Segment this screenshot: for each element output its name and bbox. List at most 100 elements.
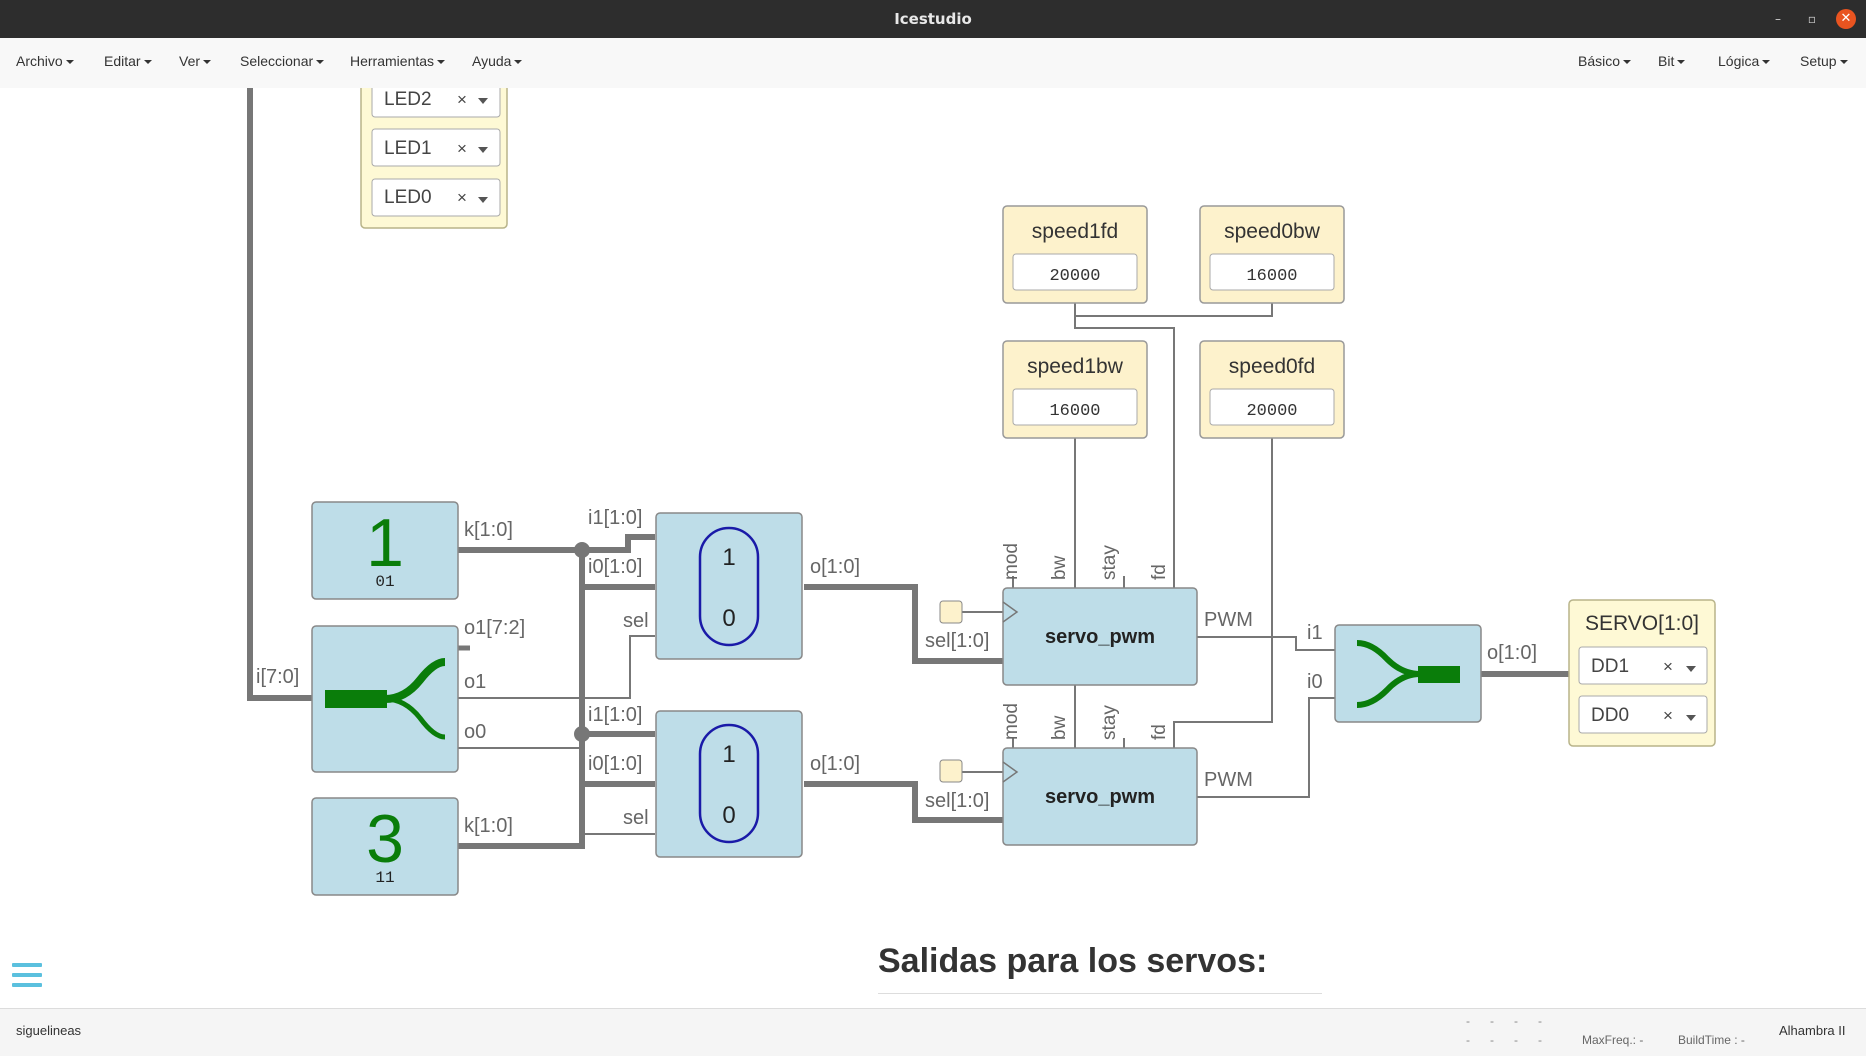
chevron-down-icon[interactable] [478, 197, 488, 203]
clear-icon[interactable]: × [1663, 657, 1673, 676]
led-select-2[interactable]: LED2 × [371, 88, 501, 118]
clock-input[interactable] [939, 600, 963, 624]
const-block-3[interactable]: 3 11 k[1:0] [311, 797, 513, 896]
port-label: i1[1:0] [588, 704, 642, 726]
const-bits: 01 [375, 573, 394, 591]
menu-archivo[interactable]: Archivo [16, 38, 74, 85]
constant-speed0bw[interactable]: speed0bw 16000 [1199, 205, 1345, 304]
constant-value-input[interactable] [1012, 388, 1138, 426]
clear-icon[interactable]: × [1663, 706, 1673, 725]
menu-editar[interactable]: Editar [104, 38, 152, 85]
minimize-icon[interactable]: – [1775, 12, 1781, 26]
wire-pwm2[interactable] [1197, 697, 1335, 798]
menu-bit[interactable]: Bit [1658, 38, 1686, 85]
led-select-0[interactable]: LED0 × [371, 178, 501, 217]
hamburger-menu-icon[interactable] [12, 963, 42, 993]
servo-pin-select-0[interactable]: DD0 × [1578, 695, 1708, 734]
constant-value-input[interactable] [1209, 388, 1335, 426]
menu-label: Ayuda [472, 53, 512, 69]
port-label: bw [1049, 555, 1070, 580]
constant-value-input[interactable] [1209, 253, 1335, 291]
wire-speed0fd-fd2[interactable] [1173, 437, 1273, 748]
menu-setup[interactable]: Setup [1800, 38, 1848, 85]
menu-basico[interactable]: Básico [1578, 38, 1632, 85]
clock-edge-icon [1002, 761, 1019, 783]
constant-speed0fd[interactable]: speed0fd 20000 [1199, 340, 1345, 439]
output-block-servo[interactable]: SERVO[1:0] DD1 × DD0 × [1568, 599, 1716, 747]
wire-speed1fd-fd1[interactable] [1074, 316, 1175, 588]
wire-const3[interactable] [458, 550, 585, 849]
clear-icon[interactable]: × [457, 188, 467, 207]
menu-ver[interactable]: Ver [179, 38, 212, 85]
led-label: LED2 [384, 89, 432, 110]
port-label: o[1:0] [810, 753, 860, 775]
menu-seleccionar[interactable]: Seleccionar [240, 38, 325, 85]
constant-name: speed0fd [1229, 355, 1315, 378]
caret-down-icon [316, 60, 325, 65]
wire-bus-input[interactable] [247, 88, 312, 701]
close-icon[interactable]: ✕ [1836, 9, 1856, 29]
clear-icon[interactable]: × [457, 139, 467, 158]
maximize-icon[interactable]: ▫ [1807, 12, 1817, 26]
wire-o1-sel1[interactable] [458, 635, 655, 699]
menu-label: Editar [104, 53, 141, 69]
mux-block-2[interactable]: 1 0 i1[1:0] i0[1:0] sel o[1:0] [588, 704, 860, 858]
chevron-down-icon[interactable] [478, 147, 488, 153]
menu-label: Ver [179, 53, 201, 69]
wire-i1-mux1[interactable] [582, 534, 655, 553]
led-select-1[interactable]: LED1 × [371, 128, 501, 167]
menu-logica[interactable]: Lógica [1718, 38, 1771, 85]
clear-icon[interactable]: × [457, 90, 467, 109]
constant-value-input[interactable] [1012, 253, 1138, 291]
io-block-leds[interactable]: LED2 × LED1 × LED0 × [360, 88, 508, 229]
wire-pwm1[interactable] [1197, 636, 1335, 651]
splitter-block[interactable]: i[7:0] o1[7:2] o1 o0 [256, 617, 525, 773]
port-label: k[1:0] [464, 519, 513, 541]
servo-pin-select-1[interactable]: DD1 × [1578, 646, 1708, 685]
constant-value: 20000 [1049, 267, 1100, 286]
menu-label: Herramientas [350, 53, 435, 69]
caret-down-icon [65, 60, 74, 65]
block-name: servo_pwm [1045, 786, 1155, 808]
project-name: siguelineas [16, 1023, 82, 1038]
chevron-down-icon[interactable] [1686, 666, 1696, 672]
caret-down-icon [514, 60, 523, 65]
constant-speed1bw[interactable]: speed1bw 16000 [1002, 340, 1148, 439]
menu-herramientas[interactable]: Herramientas [350, 38, 446, 85]
block-name: servo_pwm [1045, 626, 1155, 648]
menu-label: Setup [1800, 53, 1837, 69]
constant-speed1fd[interactable]: speed1fd 20000 [1002, 205, 1148, 304]
servo-pwm-block-1[interactable]: servo_pwm mod bw stay fd sel[1:0] PWM [925, 543, 1253, 686]
const-bits: 11 [375, 869, 394, 887]
port-label: mod [1001, 543, 1022, 580]
const-block-1[interactable]: 1 01 k[1:0] [311, 501, 513, 600]
wire-mux2-servo2[interactable] [804, 781, 1003, 823]
servo-pwm-block-2[interactable]: servo_pwm mod bw stay fd sel[1:0] PWM [925, 703, 1253, 846]
mux-block-1[interactable]: 1 0 i1[1:0] i0[1:0] sel o[1:0] [588, 507, 860, 660]
wire-junction [574, 542, 590, 558]
caret-down-icon [1839, 60, 1848, 65]
port-label: i0[1:0] [588, 753, 642, 775]
menu-label: Básico [1578, 53, 1621, 69]
port-label: fd [1149, 564, 1170, 580]
pin-label: DD1 [1591, 656, 1629, 677]
port-label: o[1:0] [810, 556, 860, 578]
menu-ayuda[interactable]: Ayuda [472, 38, 523, 85]
joiner-block[interactable]: i1 i0 o[1:0] [1307, 622, 1537, 723]
wire-mux1-servo1[interactable] [804, 584, 1003, 664]
port-label: sel[1:0] [925, 630, 989, 652]
title-bar: Icestudio – ▫ ✕ [0, 0, 1866, 38]
design-canvas[interactable]: LED2 × LED1 × LED0 × speed1fd 20000 spee… [0, 88, 1866, 1008]
menu-label: Lógica [1718, 53, 1760, 69]
mux-top-label: 1 [722, 544, 735, 571]
port-label: sel [623, 610, 649, 632]
chevron-down-icon[interactable] [478, 98, 488, 104]
wire-const-bus[interactable] [1074, 303, 1273, 317]
board-name[interactable]: Alhambra II [1779, 1023, 1846, 1038]
section-heading[interactable]: Salidas para los servos: [878, 942, 1268, 980]
constant-value: 16000 [1246, 267, 1297, 286]
clock-input[interactable] [939, 759, 963, 783]
chevron-down-icon[interactable] [1686, 715, 1696, 721]
port-label: stay [1099, 705, 1120, 740]
constant-name: speed1fd [1032, 220, 1118, 243]
